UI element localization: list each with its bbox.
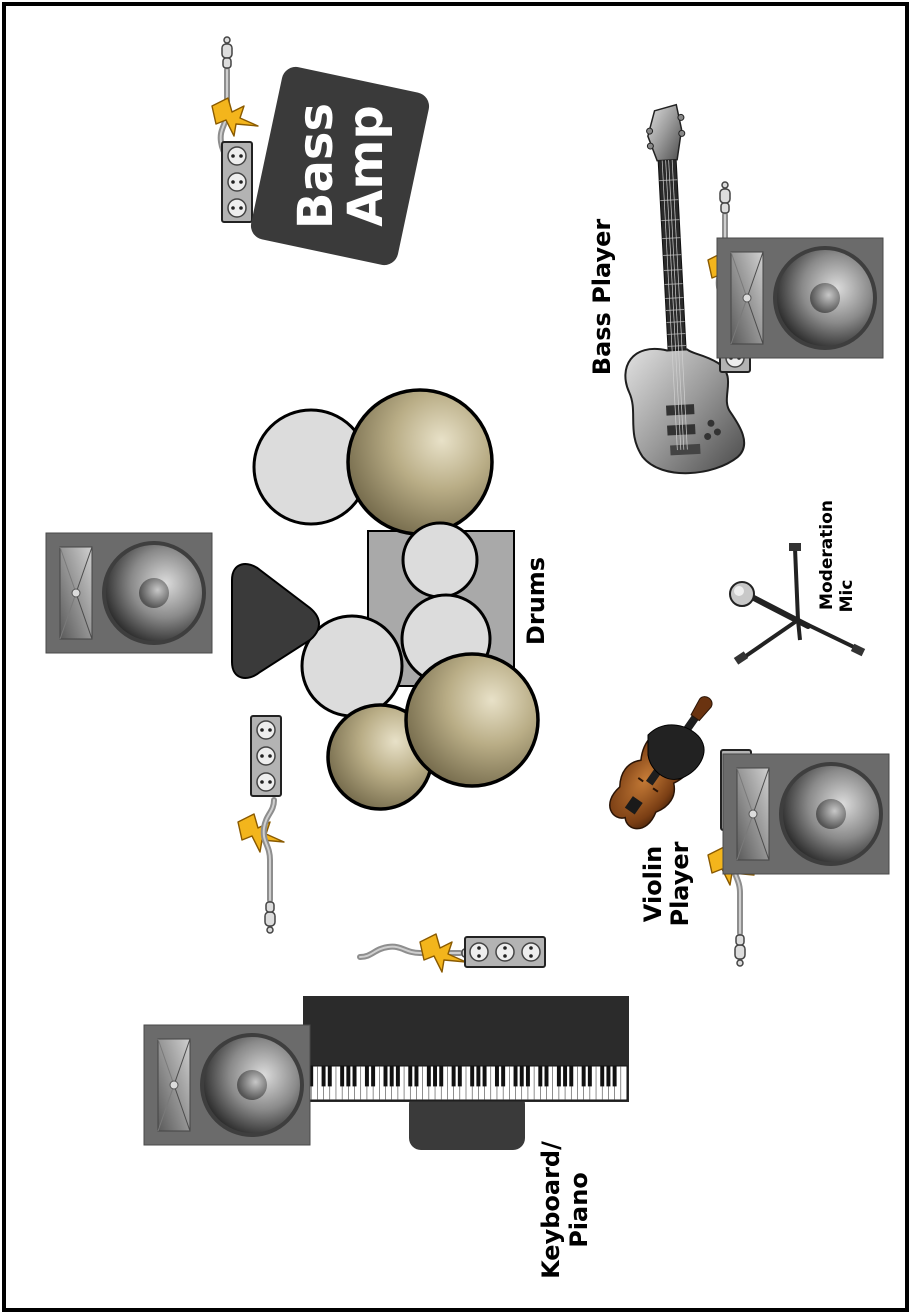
piano-black-key xyxy=(364,1066,369,1087)
piano-black-key xyxy=(426,1066,431,1087)
violin-monitor-speaker-icon xyxy=(722,753,890,875)
drum-kit xyxy=(231,388,540,811)
violin-player-label-line2: Player xyxy=(666,841,694,926)
keyboard-monitor-speaker-icon xyxy=(143,1024,311,1146)
crash-cymbal-icon xyxy=(404,652,540,788)
bass-monitor-speaker-icon xyxy=(716,237,884,359)
piano-black-key xyxy=(439,1066,444,1087)
piano-black-key xyxy=(433,1066,438,1087)
keyboard-piano-label-line2: Piano xyxy=(565,1172,593,1248)
piano-black-key xyxy=(327,1066,332,1087)
bass-amp-label-line2: Amp xyxy=(338,105,394,227)
piano-keys xyxy=(309,1066,622,1100)
piano-black-key xyxy=(538,1066,543,1087)
bass-player-label: Bass Player xyxy=(588,219,616,376)
piano-black-key xyxy=(346,1066,351,1087)
piano-black-key xyxy=(501,1066,506,1087)
piano-black-key xyxy=(389,1066,394,1087)
piano-black-key xyxy=(395,1066,400,1087)
piano-black-key xyxy=(309,1066,314,1087)
bass-guitar-icon xyxy=(624,103,746,475)
piano-black-key xyxy=(556,1066,561,1087)
piano-black-key xyxy=(383,1066,388,1087)
piano-black-key xyxy=(519,1066,524,1087)
keyboard-power-strip-icon xyxy=(464,936,546,968)
piano-black-key xyxy=(606,1066,611,1087)
piano-black-key xyxy=(612,1066,617,1087)
moderation-mic-label-line1: Moderation xyxy=(817,500,837,610)
keyboard-piano-label-line1: Keyboard/ xyxy=(537,1141,565,1279)
piano-black-key xyxy=(569,1066,574,1087)
tom-1-icon xyxy=(401,521,479,599)
piano-black-key xyxy=(371,1066,376,1087)
piano-black-key xyxy=(408,1066,413,1087)
violin-player-label-line1: Violin xyxy=(639,846,667,922)
piano-black-key xyxy=(525,1066,530,1087)
piano-bench-icon xyxy=(409,1092,525,1150)
piano-black-key xyxy=(340,1066,345,1087)
moderation-mic-label-line2: Mic xyxy=(837,580,857,613)
piano-black-key xyxy=(457,1066,462,1087)
piano-black-key xyxy=(587,1066,592,1087)
piano-black-key xyxy=(352,1066,357,1087)
piano-black-key xyxy=(470,1066,475,1087)
bass-amp-power-strip-icon xyxy=(221,141,253,223)
piano-icon xyxy=(303,996,629,1150)
piano-black-key xyxy=(414,1066,419,1087)
piano-black-key xyxy=(513,1066,518,1087)
piano-black-key xyxy=(482,1066,487,1087)
piano-black-key xyxy=(600,1066,605,1087)
drums-monitor-speaker-icon xyxy=(45,532,213,654)
drums-power-strip-icon xyxy=(250,715,282,797)
piano-black-key xyxy=(321,1066,326,1087)
piano-black-key xyxy=(581,1066,586,1087)
drums-label: Drums xyxy=(522,557,550,645)
piano-black-key xyxy=(494,1066,499,1087)
microphone-stand-icon xyxy=(729,543,866,665)
ride-cymbal-icon xyxy=(346,388,494,536)
piano-black-key xyxy=(451,1066,456,1087)
piano-black-key xyxy=(563,1066,568,1087)
piano-black-key xyxy=(544,1066,549,1087)
violin-chinrest-icon xyxy=(647,724,705,780)
bass-amp-label-line1: Bass xyxy=(288,103,344,229)
drum-throne-icon xyxy=(231,563,320,679)
piano-black-key xyxy=(476,1066,481,1087)
bass-amp-box: Bass Amp xyxy=(250,66,430,266)
